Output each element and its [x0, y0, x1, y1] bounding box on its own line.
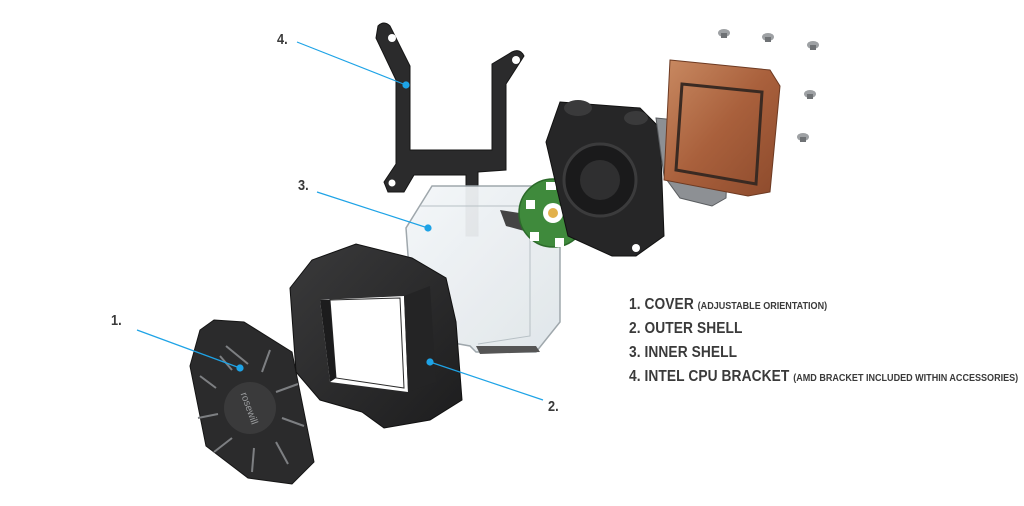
legend-item-cover: 1. COVER (ADJUSTABLE ORIENTATION): [629, 294, 1018, 318]
callout-line-inner-shell: [316, 191, 429, 229]
legend-number: 1.: [629, 296, 641, 313]
copper-cold-plate: [663, 59, 781, 197]
screw: [804, 90, 816, 99]
callout-number-cover: 1.: [111, 312, 122, 329]
legend-item-inner-shell: 3. INNER SHELL: [629, 342, 1018, 366]
callout-line-cpu-bracket: [296, 41, 407, 86]
screw: [807, 41, 819, 50]
callout-dot-cpu-bracket: [402, 81, 410, 89]
callout-dot-cover: [236, 364, 244, 372]
legend-number: 3.: [629, 344, 641, 361]
legend-number: 4.: [629, 368, 641, 385]
callout-line-outer-shell: [429, 361, 544, 401]
screw: [797, 133, 809, 142]
callout-number-inner-shell: 3.: [298, 177, 309, 194]
pump-housing: [545, 100, 665, 257]
legend-label: COVER: [644, 296, 694, 313]
callout-number-cpu-bracket: 4.: [277, 31, 288, 48]
parts-legend: 1. COVER (ADJUSTABLE ORIENTATION) 2. OUT…: [629, 294, 1024, 390]
legend-note: (AMD BRACKET INCLUDED WITHIN ACCESSORIES…: [793, 372, 1019, 384]
legend-item-outer-shell: 2. OUTER SHELL: [629, 318, 1018, 342]
legend-label: OUTER SHELL: [644, 320, 743, 337]
legend-label: INTEL CPU BRACKET: [644, 368, 790, 385]
callout-dot-inner-shell: [424, 224, 432, 232]
mounting-screws: [718, 29, 819, 142]
cpu-bracket: [375, 22, 525, 237]
legend-number: 2.: [629, 320, 641, 337]
outer-shell: [289, 243, 463, 429]
screw: [718, 29, 730, 38]
callout-dot-outer-shell: [426, 358, 434, 366]
legend-item-cpu-bracket: 4. INTEL CPU BRACKET (AMD BRACKET INCLUD…: [629, 366, 1018, 390]
callout-line-cover: [136, 329, 241, 369]
screw: [762, 33, 774, 42]
legend-label: INNER SHELL: [644, 344, 738, 361]
legend-note: (ADJUSTABLE ORIENTATION): [697, 300, 828, 312]
callout-lines: [136, 41, 544, 401]
callout-number-outer-shell: 2.: [548, 398, 559, 415]
